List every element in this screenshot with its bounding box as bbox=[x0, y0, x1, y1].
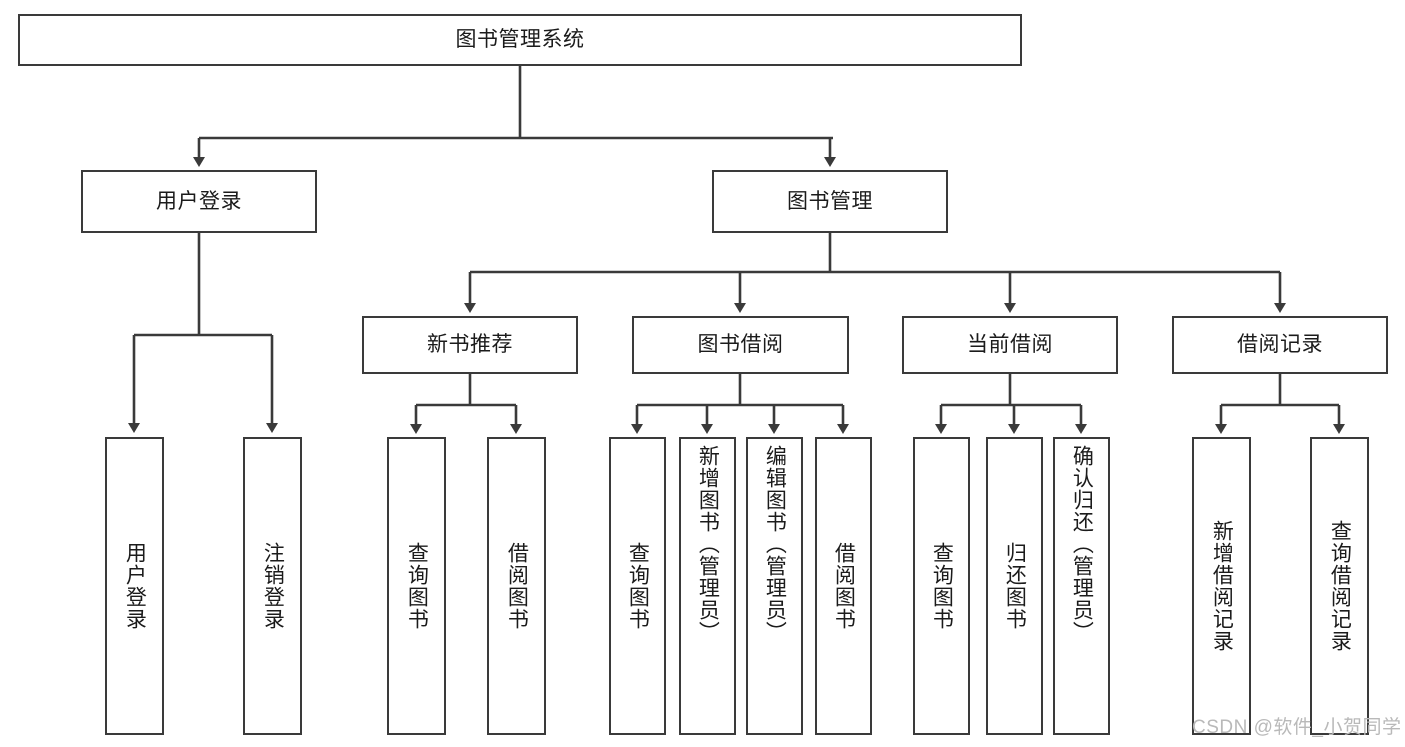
leaf-query-book-current[interactable]: 查询图书 bbox=[913, 437, 970, 735]
leaf-user-login[interactable]: 用户登录 bbox=[105, 437, 164, 735]
node-user-login[interactable]: 用户登录 bbox=[81, 170, 317, 233]
node-book-manage-label: 图书管理 bbox=[787, 189, 873, 213]
leaf-query-book-recommend[interactable]: 查询图书 bbox=[387, 437, 446, 735]
leaf-borrow-book-recommend[interactable]: 借阅图书 bbox=[487, 437, 546, 735]
leaf-add-record-label: 新增借阅记录 bbox=[1210, 520, 1234, 652]
node-root[interactable]: 图书管理系统 bbox=[18, 14, 1022, 66]
node-book-borrow-label: 图书借阅 bbox=[697, 333, 784, 357]
node-new-book-recommend[interactable]: 新书推荐 bbox=[362, 316, 578, 374]
node-borrow-records-label: 借阅记录 bbox=[1237, 333, 1323, 357]
leaf-add-record[interactable]: 新增借阅记录 bbox=[1192, 437, 1251, 735]
leaf-confirm-return[interactable]: 确认归还（管理员） bbox=[1053, 437, 1110, 735]
node-user-login-label: 用户登录 bbox=[156, 189, 242, 213]
node-book-manage[interactable]: 图书管理 bbox=[712, 170, 948, 233]
leaf-query-book-current-label: 查询图书 bbox=[930, 542, 954, 630]
leaf-return-book[interactable]: 归还图书 bbox=[986, 437, 1043, 735]
node-current-borrow-label: 当前借阅 bbox=[967, 333, 1053, 357]
leaf-confirm-return-label: 确认归还（管理员） bbox=[1070, 445, 1094, 643]
leaf-borrow-book[interactable]: 借阅图书 bbox=[815, 437, 872, 735]
leaf-borrow-book-label: 借阅图书 bbox=[832, 542, 856, 630]
leaf-logout-label: 注销登录 bbox=[261, 542, 285, 630]
leaf-query-book-borrow-label: 查询图书 bbox=[626, 542, 650, 630]
leaf-edit-book[interactable]: 编辑图书（管理员） bbox=[746, 437, 803, 735]
node-borrow-records[interactable]: 借阅记录 bbox=[1172, 316, 1388, 374]
leaf-edit-book-label: 编辑图书（管理员） bbox=[763, 445, 787, 643]
leaf-query-book-borrow[interactable]: 查询图书 bbox=[609, 437, 666, 735]
leaf-logout[interactable]: 注销登录 bbox=[243, 437, 302, 735]
leaf-query-record[interactable]: 查询借阅记录 bbox=[1310, 437, 1369, 735]
node-root-label: 图书管理系统 bbox=[455, 28, 585, 52]
leaf-add-book[interactable]: 新增图书（管理员） bbox=[679, 437, 736, 735]
leaf-add-book-label: 新增图书（管理员） bbox=[696, 445, 720, 643]
leaf-user-login-label: 用户登录 bbox=[123, 542, 147, 630]
node-current-borrow[interactable]: 当前借阅 bbox=[902, 316, 1118, 374]
node-new-book-recommend-label: 新书推荐 bbox=[427, 333, 513, 357]
csdn-watermark: CSDN @软件_小贺同学 bbox=[1192, 717, 1402, 738]
node-book-borrow[interactable]: 图书借阅 bbox=[632, 316, 849, 374]
leaf-query-record-label: 查询借阅记录 bbox=[1328, 520, 1352, 652]
leaf-query-book-recommend-label: 查询图书 bbox=[405, 542, 429, 630]
leaf-borrow-book-recommend-label: 借阅图书 bbox=[505, 542, 529, 630]
leaf-return-book-label: 归还图书 bbox=[1003, 542, 1027, 630]
